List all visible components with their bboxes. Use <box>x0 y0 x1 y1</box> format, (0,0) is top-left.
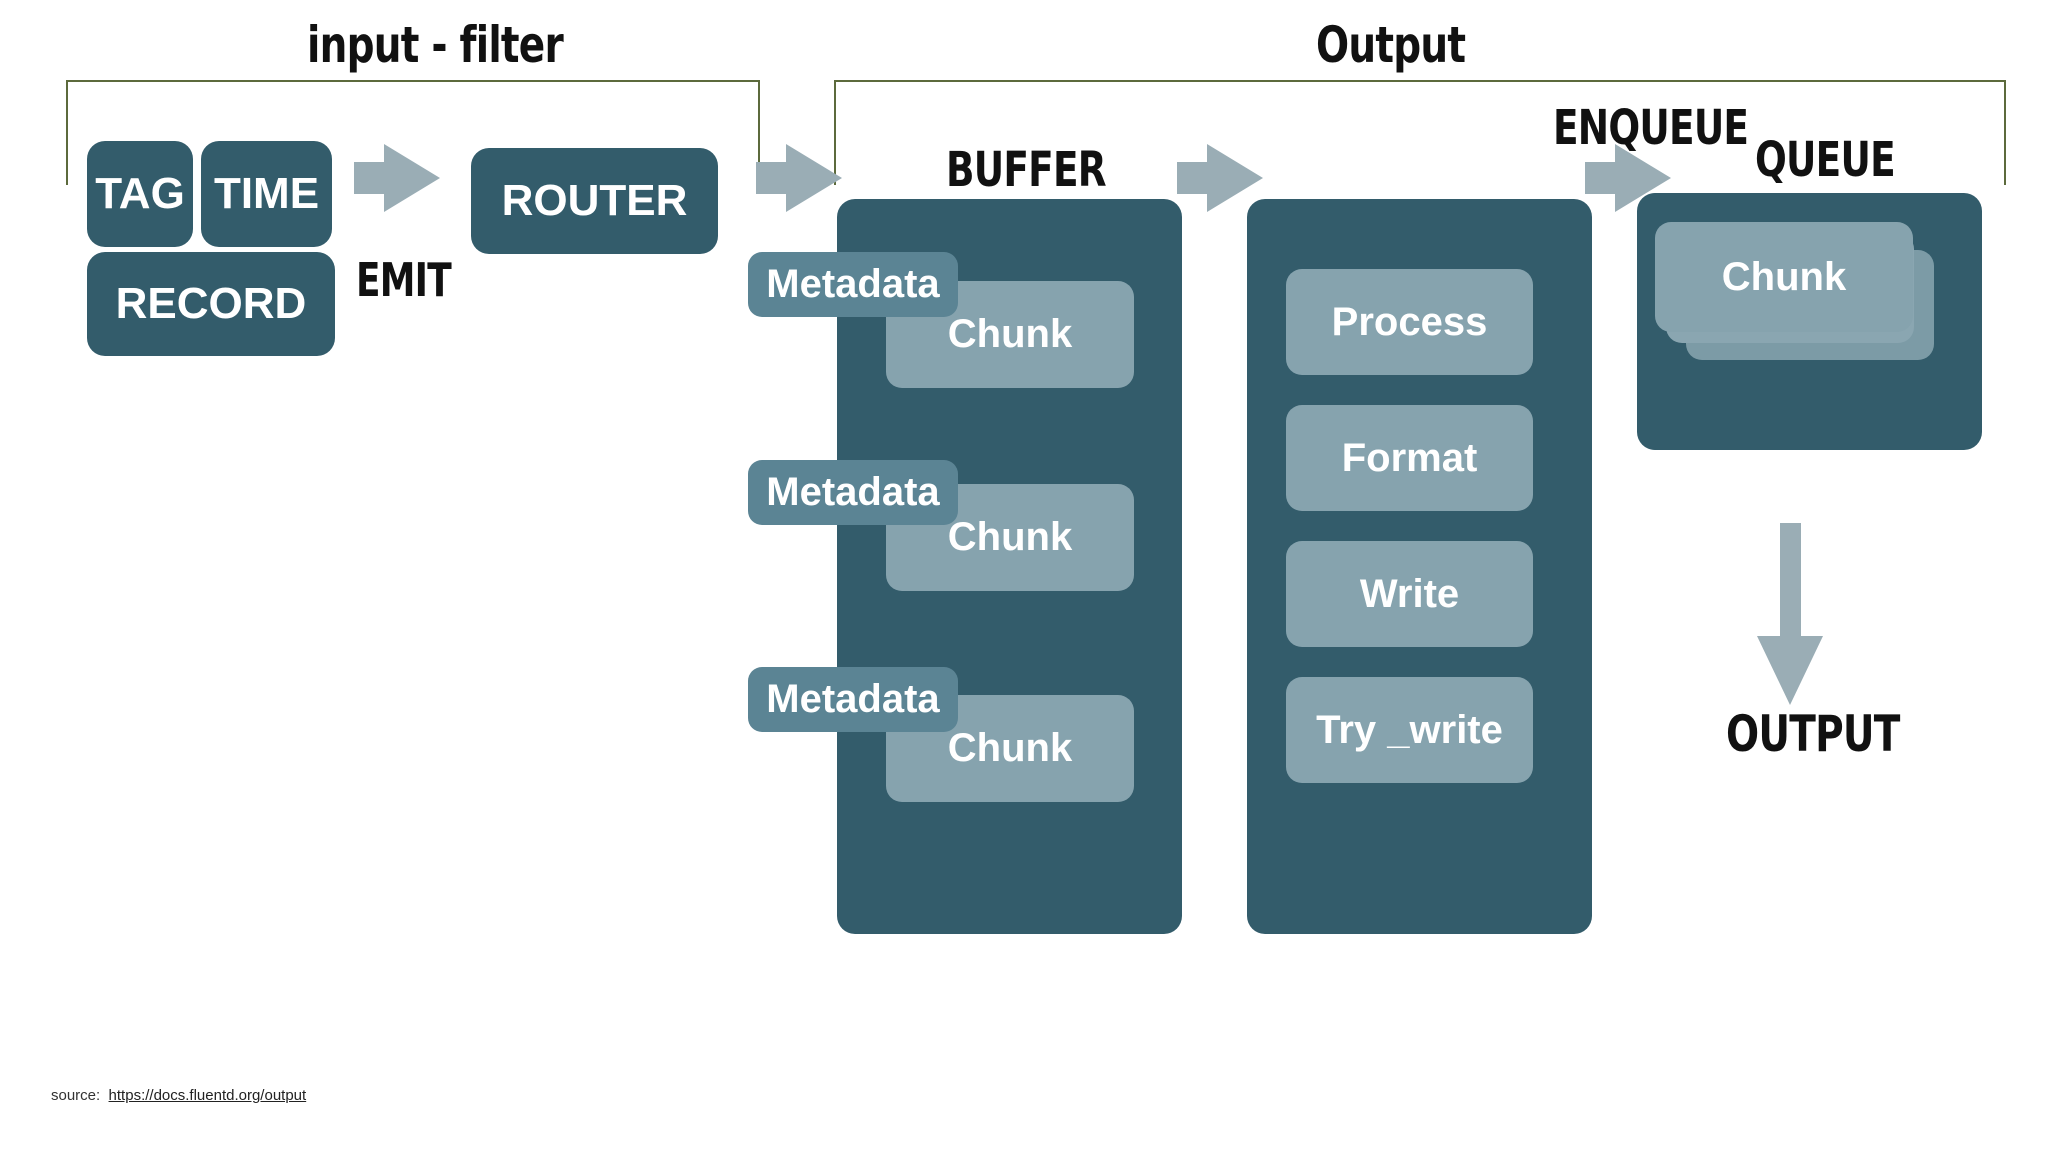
write-label: Write <box>1359 571 1460 616</box>
metadata-box: Metadata <box>748 252 958 317</box>
router-label: ROUTER <box>501 176 688 225</box>
try-write-box: Try _write <box>1286 677 1533 783</box>
chunk-box: Chunk <box>886 695 1134 802</box>
chunk-label: Chunk <box>947 515 1073 559</box>
format-box: Format <box>1286 405 1533 511</box>
input-filter-header: input - filter <box>307 16 564 74</box>
queue-chunk-label: Chunk <box>1721 254 1847 299</box>
arrow-right-icon <box>1177 144 1263 212</box>
time-box: TIME <box>201 141 332 247</box>
queue-title: QUEUE <box>1755 132 1896 188</box>
metadata-label: Metadata <box>766 262 940 306</box>
chunk-label: Chunk <box>947 312 1073 356</box>
metadata-label: Metadata <box>766 470 940 514</box>
try-write-label: Try _write <box>1316 707 1503 752</box>
metadata-label: Metadata <box>766 677 940 721</box>
input-filter-bracket <box>66 80 760 185</box>
output-bracket <box>834 80 2006 185</box>
metadata-box: Metadata <box>748 460 958 525</box>
router-box: ROUTER <box>471 148 718 254</box>
arrow-right-icon <box>756 144 842 212</box>
chunk-label: Chunk <box>947 726 1073 770</box>
arrow-right-icon <box>1585 144 1671 212</box>
arrow-right-icon <box>354 144 440 212</box>
source-footnote: source: https://docs.fluentd.org/output <box>51 1087 306 1104</box>
tag-label: TAG <box>95 169 185 218</box>
metadata-box: Metadata <box>748 667 958 732</box>
output-header: Output <box>1316 16 1466 74</box>
write-box: Write <box>1286 541 1533 647</box>
time-label: TIME <box>213 169 320 218</box>
source-link[interactable]: https://docs.fluentd.org/output <box>108 1087 307 1104</box>
output-label: OUTPUT <box>1726 705 1900 763</box>
record-box: RECORD <box>87 252 335 356</box>
arrow-down-icon <box>1757 523 1823 705</box>
buffer-title: BUFFER <box>946 142 1107 198</box>
format-label: Format <box>1341 435 1478 480</box>
source-prefix: source: <box>51 1087 101 1104</box>
queue-chunk-box: Chunk <box>1655 222 1913 332</box>
tag-box: TAG <box>87 141 193 247</box>
process-label: Process <box>1331 299 1488 344</box>
emit-label: EMIT <box>356 253 452 307</box>
record-label: RECORD <box>115 279 307 328</box>
process-box: Process <box>1286 269 1533 375</box>
enqueue-label: ENQUEUE <box>1553 100 1749 156</box>
